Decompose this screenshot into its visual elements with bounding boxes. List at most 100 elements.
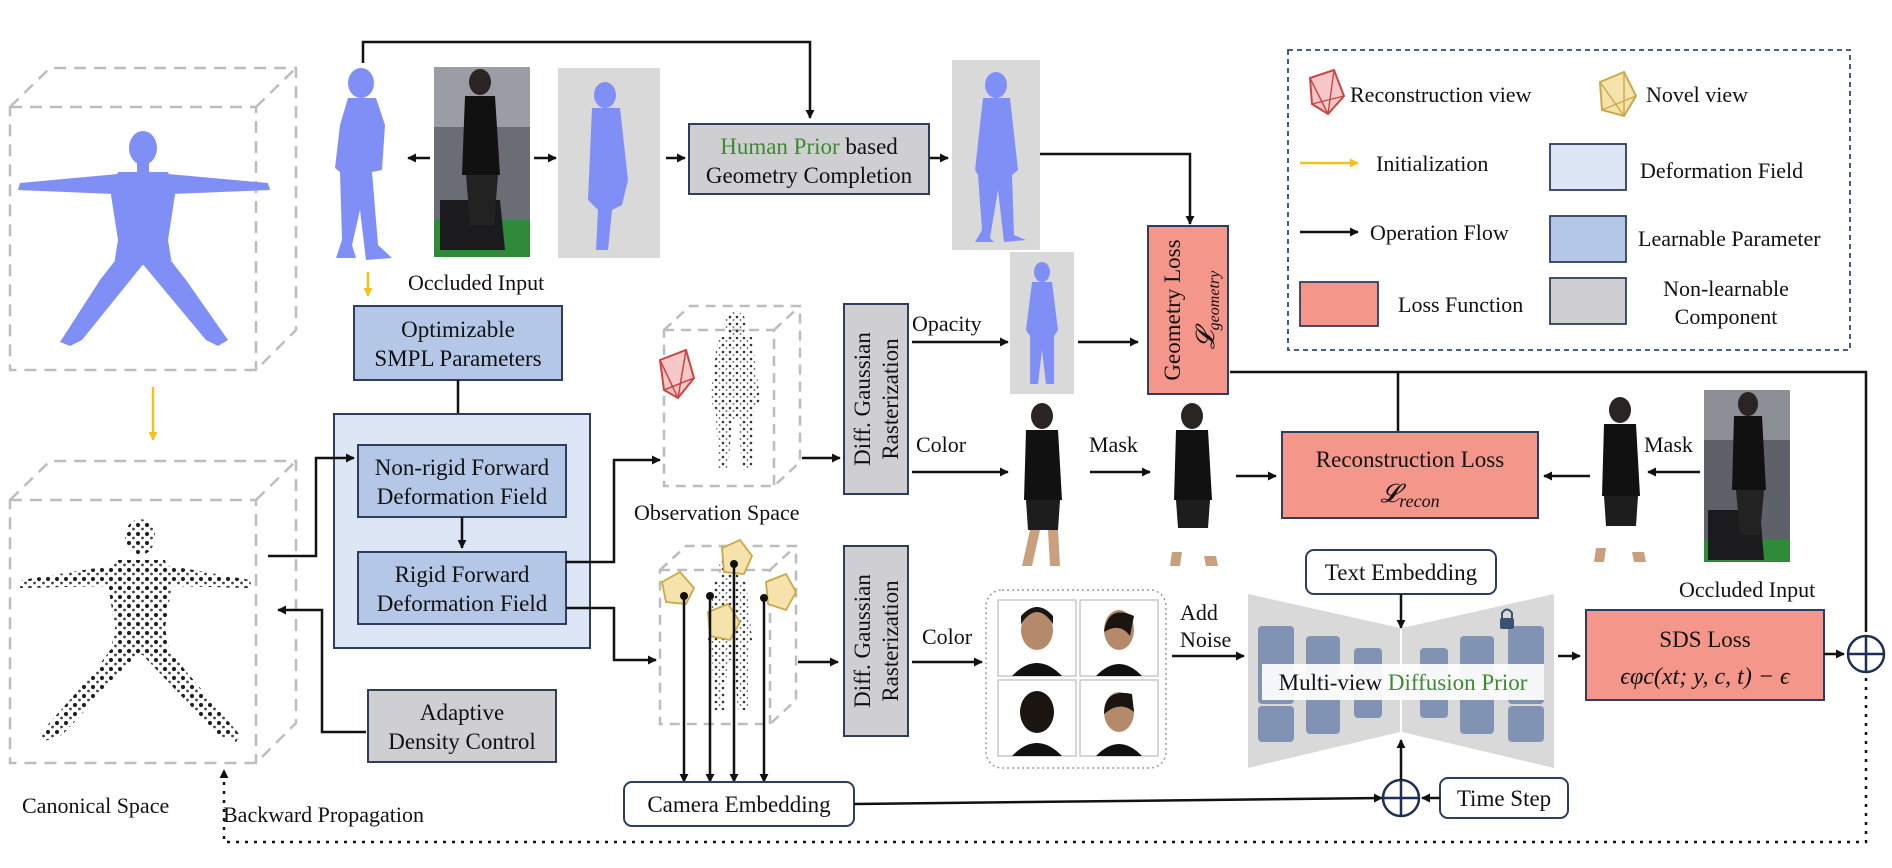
legend: Reconstruction view Novel view Initializ… [1287, 49, 1851, 351]
legend-operation-flow-label: Operation Flow [1370, 220, 1509, 245]
legend-operation-flow: Operation Flow [1300, 220, 1509, 245]
head-side-view [1096, 610, 1142, 676]
svg-text:Human Prior based: Human Prior based [720, 134, 898, 159]
geometry-completion-label: Geometry Completion [706, 163, 913, 188]
head-profile-view [1096, 692, 1142, 756]
legend-non-learnable: Non-learnable Component [1549, 276, 1789, 329]
legend-non-learnable-line1: Non-learnable [1663, 276, 1789, 301]
legend-initialization: Initialization [1300, 151, 1488, 176]
rasterization-top-line2: Rasterization [878, 338, 903, 460]
lock-icon [1500, 608, 1514, 629]
reconstruction-loss-box: Reconstruction Loss 𝓛recon [1281, 431, 1539, 519]
nonrigid-line2: Deformation Field [377, 484, 548, 509]
text-embedding-label: Text Embedding [1325, 560, 1478, 585]
reconstruction-loss-title: Reconstruction Loss [1316, 447, 1504, 472]
geometry-loss-title: Geometry Loss [1160, 239, 1185, 380]
observation-space-cube [658, 304, 802, 488]
novel-camera-icon [765, 572, 798, 612]
legend-learnable-parameter-label: Learnable Parameter [1638, 226, 1821, 251]
sds-loss-formula: ϵφc(xt; y, c, t) − ϵ [1620, 664, 1791, 690]
legend-loss-function-label: Loss Function [1398, 292, 1523, 317]
occluded-input-photo-top [434, 67, 530, 257]
rigid-deformation-box: Rigid Forward Deformation Field [357, 551, 567, 625]
head-back-view [1012, 691, 1062, 756]
legend-loss-function: Loss Function [1299, 281, 1523, 327]
mesh-to-completion-arrow [361, 40, 815, 119]
legend-non-learnable-line2: Component [1675, 304, 1778, 329]
geometry-loss-box: Geometry Loss 𝓛geometry [1147, 225, 1229, 395]
color-label-bottom: Color [922, 624, 973, 649]
mask-label-left: Mask [1089, 432, 1138, 457]
occluded-input-label-top: Occluded Input [408, 270, 544, 295]
camera-embedding-arrows [679, 564, 769, 783]
rigid-line1: Rigid Forward [395, 562, 530, 587]
geometry-loss-subscript: geometry [1206, 270, 1223, 330]
human-prior-text: Human Prior [720, 134, 840, 159]
sds-loss-title: SDS Loss [1659, 627, 1750, 652]
opacity-label: Opacity [912, 311, 982, 336]
camera-to-sum-arrow [853, 793, 1383, 806]
nonrigid-line1: Non-rigid Forward [375, 455, 550, 480]
reconstruction-loss-subscript: recon [1399, 491, 1439, 511]
optimizable-smpl-line2: SMPL Parameters [374, 346, 541, 371]
sds-loss-box: SDS Loss ϵφc(xt; y, c, t) − ϵ [1585, 609, 1825, 701]
geometry-loss-to-sum-line [1230, 370, 1868, 632]
add-noise-line2: Noise [1180, 627, 1231, 652]
diffusion-prefix: Multi-view [1279, 670, 1388, 695]
adaptive-density-box: Adaptive Density Control [367, 689, 557, 763]
legend-novel-view-label: Novel view [1646, 82, 1748, 107]
rendered-color-figure [1022, 403, 1062, 566]
backward-propagation-line [219, 660, 1868, 844]
partial-mask-image [558, 68, 660, 258]
diffusion-prior-text: Diffusion Prior [1388, 670, 1528, 695]
novel-view-cube [658, 538, 798, 726]
legend-reconstruction-view-label: Reconstruction view [1350, 82, 1532, 107]
backward-propagation-label: Backward Propagation [223, 802, 424, 827]
mask-label-right: Mask [1644, 432, 1693, 457]
loss-sum-node [1846, 634, 1886, 674]
add-noise-line1: Add [1180, 600, 1218, 625]
observation-space-label: Observation Space [634, 500, 800, 525]
canonical-space-label: Canonical Space [22, 793, 169, 818]
tpose-gaussian-figure [20, 519, 252, 742]
canonical-to-nonrigid-arrow [268, 453, 355, 558]
legend-deformation-field-label: Deformation Field [1640, 158, 1803, 183]
embedding-sum-node [1381, 778, 1421, 818]
occluded-input-photo-right [1704, 390, 1790, 562]
rasterization-box-top: Diff. Gaussian Rasterization [843, 303, 909, 495]
text-embedding-box: Text Embedding [1305, 549, 1497, 595]
rigid-to-novel-arrow [566, 606, 657, 665]
camera-embedding-box: Camera Embedding [623, 781, 855, 827]
optimizable-smpl-line1: Optimizable [401, 317, 515, 342]
color-label-top: Color [916, 432, 967, 457]
legend-initialization-label: Initialization [1376, 151, 1488, 176]
time-step-box: Time Step [1439, 777, 1569, 819]
optimizable-smpl-box: Optimizable SMPL Parameters [353, 305, 563, 381]
masked-color-figure [1170, 403, 1218, 566]
nonrigid-deformation-box: Non-rigid Forward Deformation Field [357, 444, 567, 518]
occluded-input-label-right: Occluded Input [1679, 577, 1815, 602]
novel-camera-icon [1598, 70, 1638, 118]
rigid-to-observation-arrow [566, 455, 661, 564]
geometry-completion-box: Human Prior based Geometry Completion [688, 123, 930, 195]
novel-camera-icon [660, 570, 696, 605]
svg-text:Multi-view Diffusion Prior: Multi-view Diffusion Prior [1279, 670, 1528, 695]
smpl-mesh-figure [335, 68, 392, 260]
adaptive-line2: Density Control [388, 729, 536, 754]
tpose-mesh-figure [18, 131, 270, 346]
legend-learnable-parameter: Learnable Parameter [1549, 215, 1821, 263]
density-to-canonical-arrow [277, 605, 366, 734]
completed-mask-image [952, 60, 1040, 250]
rasterization-bottom-line1: Diff. Gaussian [850, 574, 875, 708]
legend-reconstruction-view: Reconstruction view [1308, 68, 1532, 116]
head-front-view [1012, 607, 1062, 676]
legend-deformation-field: Deformation Field [1549, 143, 1803, 191]
canonical-mesh-cube [8, 66, 298, 372]
rasterization-top-line1: Diff. Gaussian [850, 332, 875, 466]
mask-to-geometry-loss-arrow [1040, 152, 1195, 225]
novel-camera-icon [721, 538, 754, 575]
rendered-opacity-image [1010, 252, 1074, 394]
masked-gt-figure [1594, 397, 1646, 562]
reconstruction-camera-icon [1308, 68, 1346, 116]
